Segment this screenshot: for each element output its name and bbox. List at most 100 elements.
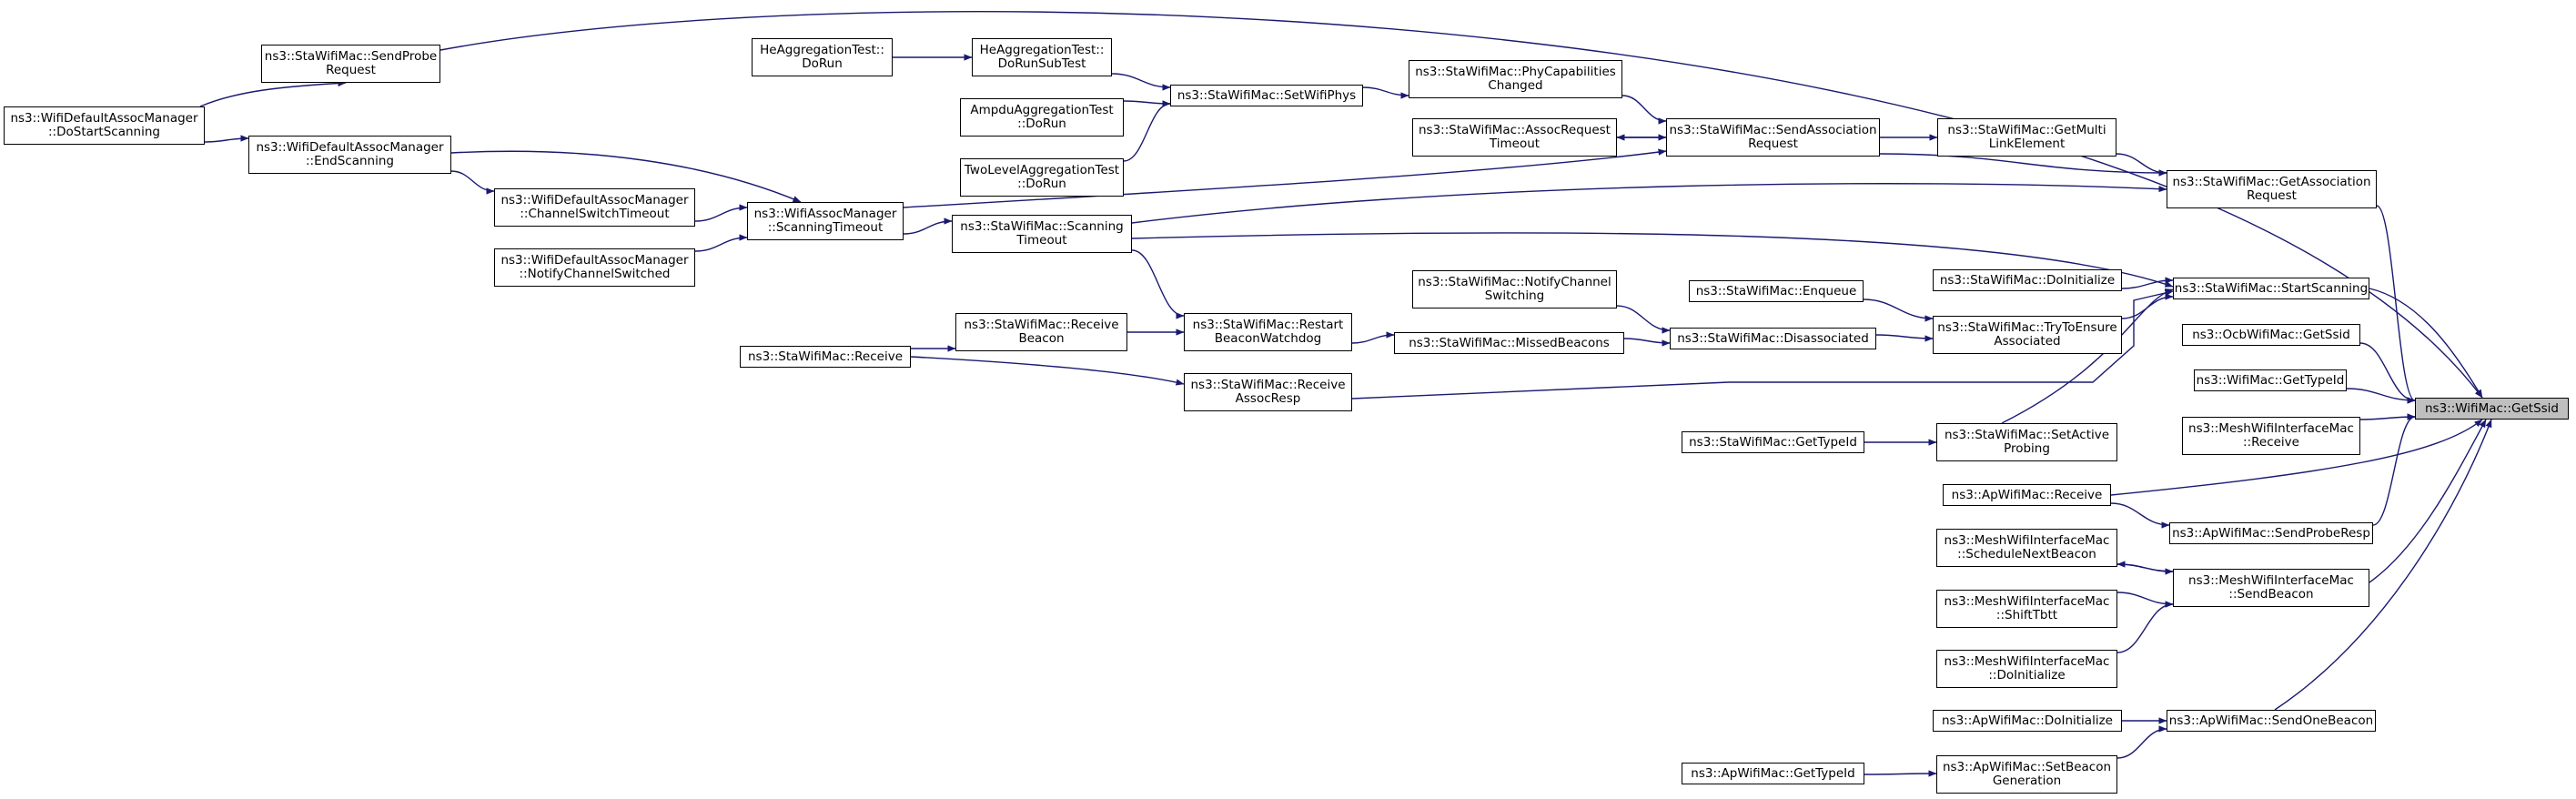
- edge-mesh-do-initialize-to-mesh-send-beacon: [2116, 601, 2174, 653]
- edge-disassociated-to-try-to-ensure-associated: [1875, 334, 1934, 342]
- node-ap-do-initialize[interactable]: ns3::ApWifiMac::DoInitialize: [1933, 710, 2122, 732]
- node-default-end-scanning[interactable]: ns3::WifiDefaultAssocManager::EndScannin…: [248, 136, 451, 174]
- node-default-channel-switch-timeout[interactable]: ns3::WifiDefaultAssocManager::ChannelSwi…: [494, 188, 695, 227]
- node-set-wifi-phys[interactable]: ns3::StaWifiMac::SetWifiPhys: [1170, 85, 1363, 106]
- node-label: Request: [1748, 137, 1798, 151]
- node-ampdu-do-run[interactable]: AmpduAggregationTest::DoRun: [960, 98, 1124, 137]
- node-sta-do-initialize[interactable]: ns3::StaWifiMac::DoInitialize: [1933, 269, 2122, 291]
- edge-ampdu-do-run-to-set-wifi-phys: [1123, 100, 1171, 107]
- node-default-notify-channel-switched[interactable]: ns3::WifiDefaultAssocManager::NotifyChan…: [494, 248, 695, 287]
- node-label: LinkElement: [1988, 137, 2066, 151]
- edge-ap-receive-to-ap-send-probe-resp: [2110, 502, 2170, 529]
- node-mesh-shift-tbtt[interactable]: ns3::MeshWifiInterfaceMac::ShiftTbtt: [1936, 590, 2117, 628]
- node-missed-beacons[interactable]: ns3::StaWifiMac::MissedBeacons: [1394, 332, 1624, 354]
- edge-default-end-scanning-to-assoc-manager-scanning-timeout: [450, 150, 802, 203]
- node-start-scanning[interactable]: ns3::StaWifiMac::StartScanning: [2173, 278, 2369, 299]
- edge-mesh-receive-to-get-ssid: [2359, 413, 2416, 420]
- node-sta-enqueue[interactable]: ns3::StaWifiMac::Enqueue: [1689, 280, 1864, 302]
- node-label: Associated: [1994, 334, 2061, 349]
- edge-sta-do-initialize-to-start-scanning: [2121, 277, 2174, 289]
- node-label: ns3::MeshWifiInterfaceMac: [1944, 533, 2110, 548]
- node-label: ::DoRun: [1017, 116, 1066, 131]
- node-label: ns3::WifiDefaultAssocManager: [10, 111, 198, 126]
- node-label: ns3::StaWifiMac::DoInitialize: [1939, 272, 2116, 288]
- node-label: ns3::ApWifiMac::DoInitialize: [1942, 713, 2113, 728]
- edge-wifimac-get-type-id-to-get-ssid: [2346, 388, 2416, 404]
- edge-he-do-run-sub-test-to-set-wifi-phys: [1111, 73, 1171, 91]
- node-wifimac-get-type-id[interactable]: ns3::WifiMac::GetTypeId: [2194, 369, 2347, 391]
- node-label: ns3::StaWifiMac::StartScanning: [2174, 280, 2369, 296]
- node-label: ns3::StaWifiMac::PhyCapabilities: [1415, 65, 1616, 79]
- node-label: DoRunSubTest: [997, 56, 1086, 71]
- node-mesh-do-initialize[interactable]: ns3::MeshWifiInterfaceMac::DoInitialize: [1936, 650, 2117, 688]
- node-he-do-run[interactable]: HeAggregationTest::DoRun: [752, 38, 893, 76]
- node-ocb-get-ssid[interactable]: ns3::OcbWifiMac::GetSsid: [2182, 324, 2360, 346]
- node-label: AmpduAggregationTest: [970, 103, 1114, 117]
- edge-ap-receive-to-get-ssid: [2110, 419, 2483, 496]
- node-label: ns3::MeshWifiInterfaceMac: [2188, 421, 2354, 436]
- node-label: ns3::StaWifiMac::AssocRequest: [1419, 123, 1611, 137]
- node-label: ns3::ApWifiMac::SendOneBeacon: [2168, 713, 2374, 728]
- node-he-do-run-sub-test[interactable]: HeAggregationTest::DoRunSubTest: [972, 38, 1112, 76]
- edge-default-do-start-scanning-to-send-probe-request: [199, 79, 347, 107]
- node-label: ns3::StaWifiMac::Receive: [1190, 378, 1346, 392]
- edge-two-level-do-run-to-set-wifi-phys: [1123, 100, 1171, 162]
- node-label: ns3::WifiMac::GetSsid: [2424, 400, 2559, 416]
- node-label: ns3::StaWifiMac::Receive: [747, 349, 903, 364]
- edge-assoc-manager-scanning-timeout-to-send-association-request: [903, 148, 1667, 208]
- node-label: Timeout: [1016, 233, 1067, 248]
- edge-phy-capabilities-changed-to-send-association-request: [1621, 95, 1667, 125]
- node-assoc-manager-scanning-timeout[interactable]: ns3::WifiAssocManager::ScanningTimeout: [747, 202, 904, 240]
- node-label: ns3::StaWifiMac::SetWifiPhys: [1177, 87, 1357, 103]
- node-ap-receive[interactable]: ns3::ApWifiMac::Receive: [1943, 484, 2111, 506]
- edge-scanning-timeout-to-restart-beacon-watchdog: [1131, 249, 1185, 319]
- edge-send-probe-request-to-get-ssid: [439, 11, 2483, 399]
- node-label: ::ShiftTbtt: [1995, 608, 2058, 622]
- node-label: BeaconWatchdog: [1214, 331, 1322, 346]
- node-label: ::DoStartScanning: [48, 125, 160, 139]
- edge-default-do-start-scanning-to-default-end-scanning: [204, 135, 249, 143]
- node-label: Generation: [1992, 774, 2062, 788]
- edge-set-beacon-generation-to-ap-send-one-beacon: [2116, 725, 2167, 759]
- edge-start-scanning-to-get-ssid: [2369, 288, 2483, 399]
- edge-sta-enqueue-to-try-to-ensure-associated: [1863, 298, 1934, 322]
- node-default-do-start-scanning[interactable]: ns3::WifiDefaultAssocManager::DoStartSca…: [4, 106, 205, 145]
- node-label: ns3::MeshWifiInterfaceMac: [2188, 573, 2354, 588]
- node-label: TwoLevelAggregationTest: [964, 163, 1120, 177]
- node-label: ns3::StaWifiMac::Receive: [964, 318, 1119, 332]
- node-label: Probing: [2004, 441, 2050, 456]
- node-label: ::ChannelSwitchTimeout: [520, 207, 670, 221]
- node-disassociated[interactable]: ns3::StaWifiMac::Disassociated: [1670, 328, 1876, 349]
- node-label: HeAggregationTest::: [760, 43, 884, 57]
- node-label: Request: [326, 63, 376, 77]
- node-label: Changed: [1488, 78, 1543, 93]
- node-ap-send-one-beacon[interactable]: ns3::ApWifiMac::SendOneBeacon: [2167, 710, 2376, 732]
- node-ap-send-probe-resp[interactable]: ns3::ApWifiMac::SendProbeResp: [2169, 522, 2373, 544]
- node-label: ::EndScanning: [305, 154, 394, 168]
- node-sta-get-type-id[interactable]: ns3::StaWifiMac::GetTypeId: [1682, 431, 1864, 453]
- node-mesh-schedule-next-beacon[interactable]: ns3::MeshWifiInterfaceMac::ScheduleNextB…: [1936, 529, 2117, 567]
- node-get-ssid[interactable]: ns3::WifiMac::GetSsid: [2415, 398, 2569, 420]
- node-label: ns3::StaWifiMac::Disassociated: [1677, 330, 1869, 346]
- node-label: ns3::StaWifiMac::GetTypeId: [1689, 434, 1857, 450]
- node-mesh-send-beacon[interactable]: ns3::MeshWifiInterfaceMac::SendBeacon: [2173, 569, 2369, 607]
- node-mesh-receive[interactable]: ns3::MeshWifiInterfaceMac::Receive: [2182, 417, 2360, 455]
- node-ap-get-type-id[interactable]: ns3::ApWifiMac::GetTypeId: [1682, 763, 1864, 784]
- node-label: ns3::StaWifiMac::Scanning: [960, 219, 1124, 234]
- node-sta-receive[interactable]: ns3::StaWifiMac::Receive: [740, 346, 911, 368]
- node-two-level-do-run[interactable]: TwoLevelAggregationTest::DoRun: [960, 158, 1124, 197]
